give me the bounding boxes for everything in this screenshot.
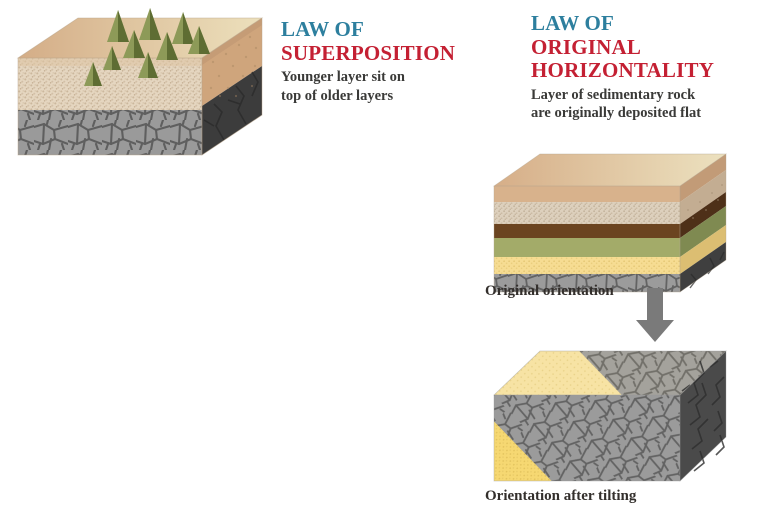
h-layer-topsoil-side (680, 154, 726, 202)
h-layer-topsoil-top (494, 154, 726, 186)
tilted-bedrock-side (680, 351, 726, 481)
h-layer-mudstone-front (494, 224, 680, 238)
superposition-law-prefix: LAW OF (281, 17, 365, 41)
superposition-desc-line1: Younger layer sit on (281, 69, 405, 86)
h-layer-sandstone-front (494, 202, 680, 224)
h-layer-shale-front (494, 238, 680, 257)
caption-original-orientation: Original orientation (485, 283, 614, 299)
horizontality-desc-line2: are originally deposited flat (531, 105, 702, 122)
h-layer-bedrock-side (680, 242, 726, 292)
superposition-desc-line2: top of older layers (281, 87, 394, 104)
h-layer-shale-side (680, 206, 726, 257)
horizontality-desc-line1: Layer of sedimentary rock (531, 86, 696, 103)
horizontality-law-name-line2: HORIZONTALITY (531, 58, 715, 83)
superposition-text: LAW OF SUPERPOSITION Younger layer sit o… (281, 17, 456, 105)
horizontal-block (478, 140, 768, 293)
h-layer-bedrock-front (494, 274, 680, 292)
layer-bedrock-side (202, 66, 262, 155)
superposition-block (0, 0, 275, 175)
horizontality-text: LAW OF ORIGINAL HORIZONTALITY Layer of s… (531, 11, 715, 123)
layer-sandstone-side (202, 18, 262, 106)
horizontality-law-name-line1: ORIGINAL (531, 34, 642, 59)
h-layer-sandstone-side (680, 170, 726, 224)
h-layer-limestone-front (494, 257, 680, 274)
tilted-block (478, 345, 768, 485)
h-layer-limestone-side (680, 225, 726, 274)
caption-orientation-after-tilting: Orientation after tilting (485, 488, 637, 504)
layer-bedrock-front (18, 110, 202, 155)
superposition-law-name: SUPERPOSITION (281, 40, 456, 65)
tilted-front-face (494, 395, 680, 481)
tree-group (84, 8, 210, 86)
h-layer-topsoil-front (494, 186, 680, 202)
h-layer-mudstone-side (680, 192, 726, 238)
horizontality-law-prefix: LAW OF (531, 11, 615, 35)
arrow-down-icon (630, 288, 680, 344)
